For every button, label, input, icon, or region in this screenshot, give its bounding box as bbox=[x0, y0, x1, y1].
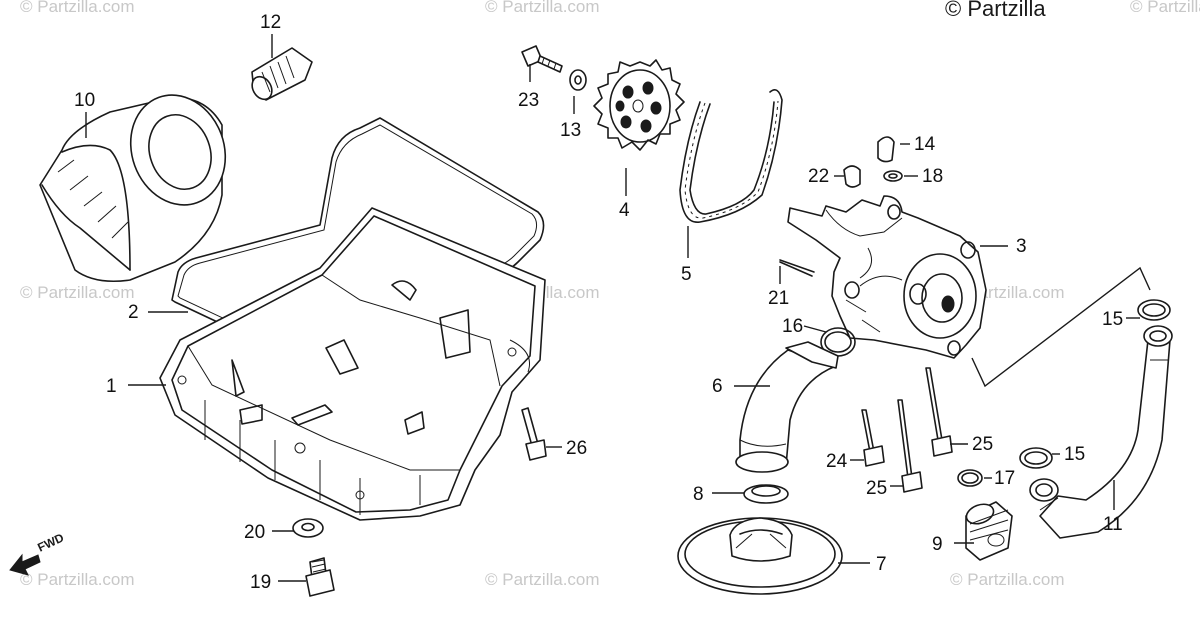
oil-pump-assembly-part[interactable] bbox=[787, 195, 987, 359]
callout-26: 26 bbox=[566, 438, 587, 459]
callout-16: 16 bbox=[782, 316, 803, 337]
oil-pipe-nipple-part[interactable] bbox=[248, 47, 313, 103]
o-ring-relief-part[interactable] bbox=[957, 469, 983, 487]
callout-5: 5 bbox=[681, 264, 692, 285]
callout-23: 23 bbox=[518, 90, 539, 111]
pump-bolt-short-part[interactable] bbox=[861, 409, 885, 467]
callout-14: 14 bbox=[914, 134, 936, 155]
pan-bolt-part[interactable] bbox=[521, 407, 547, 461]
callout-15b: 15 bbox=[1064, 444, 1085, 465]
callout-17: 17 bbox=[994, 468, 1015, 489]
callout-24: 24 bbox=[826, 451, 848, 472]
oil-filter-part[interactable] bbox=[39, 82, 240, 283]
fwd-direction-marker: FWD bbox=[9, 530, 66, 576]
watermark: © Partzilla.com bbox=[1130, 0, 1200, 16]
callout-22: 22 bbox=[808, 166, 829, 187]
watermark: © Partzilla.com bbox=[950, 570, 1065, 589]
callout-18: 18 bbox=[922, 166, 943, 187]
callouts: 1 2 3 4 5 6 7 8 9 10 11 12 13 14 15 15 1 bbox=[74, 12, 1140, 593]
callout-1: 1 bbox=[106, 376, 117, 397]
callout-9: 9 bbox=[932, 534, 943, 555]
oil-strainer-pipe-part[interactable] bbox=[735, 341, 839, 473]
callout-7: 7 bbox=[876, 554, 887, 575]
callout-19: 19 bbox=[250, 572, 271, 593]
pipe-o-ring-upper-part[interactable] bbox=[1137, 299, 1171, 321]
knock-pin-part[interactable] bbox=[877, 136, 895, 163]
fwd-label: FWD bbox=[35, 530, 66, 554]
callout-25b: 25 bbox=[866, 478, 887, 499]
callout-15a: 15 bbox=[1102, 309, 1123, 330]
callout-8: 8 bbox=[693, 484, 704, 505]
pump-pin-part[interactable] bbox=[779, 259, 815, 277]
oil-pump-sprocket-part[interactable] bbox=[593, 59, 685, 151]
callout-6: 6 bbox=[712, 376, 723, 397]
copyright-text: © Partzilla bbox=[945, 0, 1046, 21]
oil-pump-chain-part[interactable] bbox=[679, 89, 783, 223]
callout-10: 10 bbox=[74, 90, 95, 111]
relief-valve-part[interactable] bbox=[964, 501, 1013, 561]
drain-washer-part[interactable] bbox=[292, 518, 324, 538]
callout-13: 13 bbox=[560, 120, 581, 141]
pump-bolt-long-part[interactable] bbox=[897, 399, 923, 493]
o-ring-small-part[interactable] bbox=[883, 170, 903, 182]
callout-2: 2 bbox=[128, 302, 139, 323]
watermark: © Partzilla.com bbox=[20, 283, 135, 302]
callout-4: 4 bbox=[619, 200, 630, 221]
pipe-o-ring-lower-part[interactable] bbox=[1019, 447, 1053, 469]
watermark: © Partzilla.com bbox=[20, 570, 135, 589]
callout-25a: 25 bbox=[972, 434, 993, 455]
oil-pipe-part[interactable] bbox=[1029, 325, 1173, 539]
pump-bolt-long-2-part[interactable] bbox=[925, 367, 953, 457]
oil-strainer-screen-part[interactable] bbox=[677, 517, 843, 595]
watermark: © Partzilla.com bbox=[485, 0, 600, 16]
oil-pan-part[interactable] bbox=[159, 207, 546, 521]
callout-11: 11 bbox=[1103, 514, 1123, 535]
watermark: © Partzilla.com bbox=[485, 570, 600, 589]
fwd-arrow-icon bbox=[9, 553, 41, 576]
watermark: © Partzilla.com bbox=[20, 0, 135, 16]
strainer-packing-part[interactable] bbox=[743, 484, 789, 504]
drain-bolt-part[interactable] bbox=[305, 557, 335, 597]
callout-21: 21 bbox=[768, 288, 789, 309]
callout-3: 3 bbox=[1016, 236, 1027, 257]
callout-20: 20 bbox=[244, 522, 265, 543]
assembly-bracket-line bbox=[971, 266, 1151, 388]
callout-12: 12 bbox=[260, 12, 281, 33]
sprocket-washer-part[interactable] bbox=[569, 69, 587, 91]
sprocket-bolt-part[interactable] bbox=[521, 45, 563, 73]
dowel-pin-part[interactable] bbox=[843, 165, 861, 188]
